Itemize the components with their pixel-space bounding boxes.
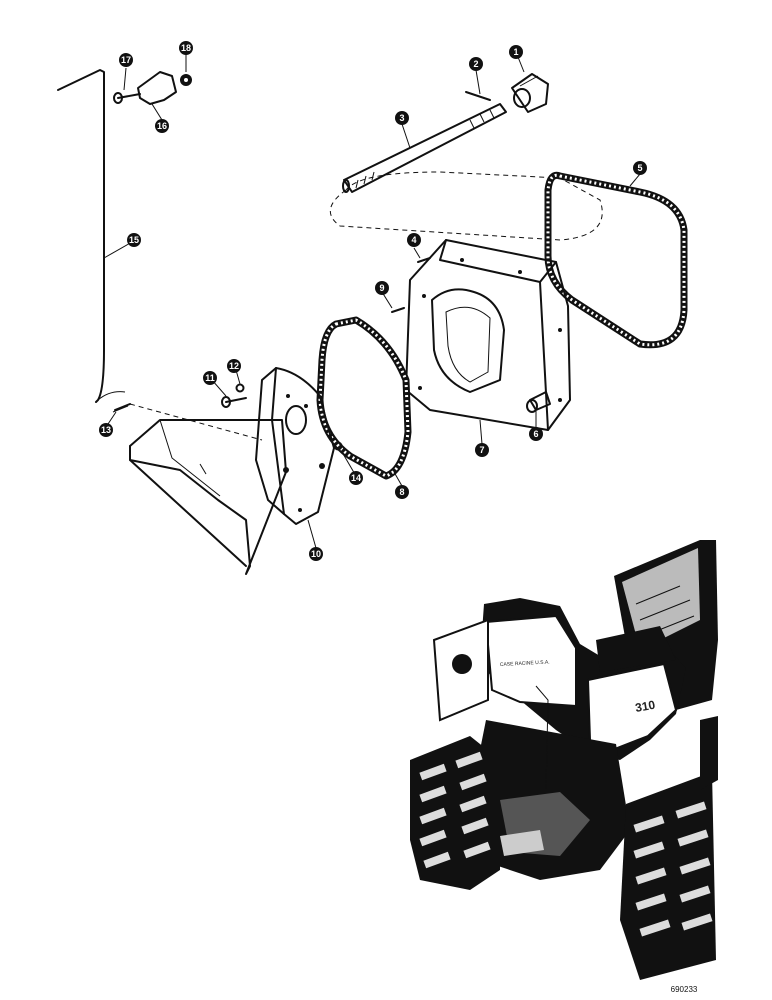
tractor-illustration: CASE RACINE U.S.A. 310 [410, 540, 718, 980]
callout-17: 17 [119, 53, 133, 67]
lock-washer [235, 383, 245, 393]
svg-text:15: 15 [129, 235, 139, 245]
svg-text:13: 13 [101, 425, 111, 435]
svg-text:18: 18 [181, 43, 191, 53]
shifter-rod [57, 69, 126, 403]
housing [405, 239, 571, 431]
plug [526, 391, 551, 413]
callout-7: 7 [475, 443, 489, 457]
assembly-line-shaft [330, 171, 603, 241]
dowel-9 [391, 307, 405, 313]
cover-bolt [221, 396, 247, 408]
callout-12: 12 [227, 359, 241, 373]
svg-text:4: 4 [411, 235, 416, 245]
cover-with-guard [129, 367, 335, 575]
callout-16: 16 [155, 119, 169, 133]
callout-2: 2 [469, 57, 483, 71]
svg-text:10: 10 [311, 549, 321, 559]
figure-code: 690233 [671, 985, 698, 994]
cotter-pin [112, 403, 131, 413]
callout-14: 14 [349, 471, 363, 485]
washer-14 [333, 441, 343, 451]
front-gasket [316, 316, 412, 480]
callout-1: 1 [509, 45, 523, 59]
callout-5: 5 [633, 161, 647, 175]
callout-6: 6 [529, 427, 543, 441]
svg-text:8: 8 [399, 487, 404, 497]
tractor-model-badge: 310 [634, 698, 656, 715]
bearing [511, 73, 549, 113]
callout-9: 9 [375, 281, 389, 295]
tractor-decal: CASE RACINE U.S.A. [500, 659, 550, 668]
callout-13: 13 [99, 423, 113, 437]
rear-gasket [544, 171, 688, 349]
svg-text:3: 3 [399, 113, 404, 123]
svg-text:17: 17 [121, 55, 131, 65]
callout-11: 11 [203, 371, 217, 385]
bracket-assembly [113, 71, 192, 105]
pin-2 [465, 91, 491, 101]
svg-text:16: 16 [157, 121, 167, 131]
svg-text:7: 7 [479, 445, 484, 455]
callout-15: 15 [127, 233, 141, 247]
callout-18: 18 [179, 41, 193, 55]
callout-3: 3 [395, 111, 409, 125]
svg-text:6: 6 [533, 429, 538, 439]
svg-text:12: 12 [229, 361, 239, 371]
svg-text:11: 11 [205, 373, 215, 383]
svg-text:2: 2 [473, 59, 478, 69]
assembly-line-rod [129, 403, 263, 441]
svg-text:14: 14 [351, 473, 361, 483]
callout-10: 10 [309, 547, 323, 561]
svg-text:1: 1 [513, 47, 518, 57]
callout-8: 8 [395, 485, 409, 499]
shaft [342, 103, 507, 193]
callout-4: 4 [407, 233, 421, 247]
dowel-4 [417, 257, 431, 263]
svg-text:9: 9 [379, 283, 384, 293]
svg-text:5: 5 [637, 163, 642, 173]
